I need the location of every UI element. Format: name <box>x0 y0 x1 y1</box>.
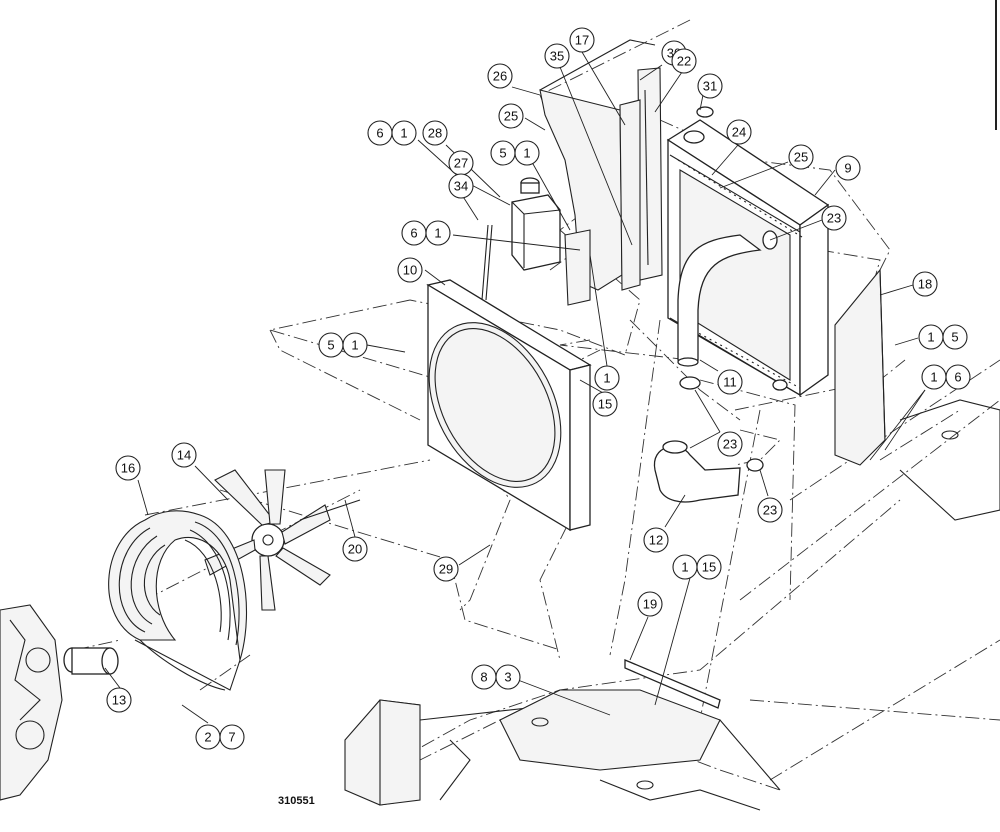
lower-hose <box>653 376 764 503</box>
callout-label: 25 <box>794 150 808 165</box>
callout-label: 16 <box>121 461 135 476</box>
callout-34: 34 <box>448 173 474 199</box>
fan-shroud <box>426 279 592 532</box>
callout-label: 19 <box>643 597 657 612</box>
callout-20: 20 <box>342 536 368 562</box>
callout-label: 10 <box>403 263 417 278</box>
callout-label: 1 <box>400 126 407 141</box>
callout-label: 24 <box>732 125 746 140</box>
callout-6-1: 6 1 <box>401 220 451 246</box>
callout-25: 25 <box>788 144 814 170</box>
callout-2-7: 2 7 <box>195 724 245 750</box>
callout-label: 8 <box>480 670 487 685</box>
callout-label: 1 <box>681 560 688 575</box>
callout-label: 6 <box>410 226 417 241</box>
callout-29: 29 <box>433 556 459 582</box>
callout-label: 5 <box>327 338 334 353</box>
callout-label: 31 <box>703 79 717 94</box>
callout-1-5: 1 5 <box>918 324 968 350</box>
callout-label: 22 <box>677 54 691 69</box>
callout-label: 11 <box>723 375 737 390</box>
callout-14: 14 <box>171 442 197 468</box>
callout-11: 11 <box>717 369 743 395</box>
callout-12: 12 <box>643 527 669 553</box>
callout-label: 29 <box>439 562 453 577</box>
callout-label: 14 <box>177 448 191 463</box>
callout-27: 27 <box>448 150 474 176</box>
callout-label: 6 <box>954 370 961 385</box>
callout-label: 5 <box>951 330 958 345</box>
radiator-hose <box>677 234 762 367</box>
callouts: 26 35 17 30 22 31 25 6 1 28 24 25 9 5 1 … <box>106 27 971 750</box>
callout-9: 9 <box>835 155 861 181</box>
side-plate-right <box>834 268 886 466</box>
callout-28: 28 <box>422 120 448 146</box>
callout-15: 15 <box>592 391 618 417</box>
callout-13: 13 <box>106 687 132 713</box>
lower-frame <box>344 399 1000 811</box>
callout-label: 7 <box>228 730 235 745</box>
callout-label: 9 <box>844 161 851 176</box>
callout-18: 18 <box>912 271 938 297</box>
callout-label: 25 <box>504 109 518 124</box>
callout-label: 23 <box>723 437 737 452</box>
callout-19: 19 <box>637 591 663 617</box>
overflow-tank <box>481 177 591 306</box>
callout-label: 35 <box>550 49 564 64</box>
radiator-core <box>666 106 830 397</box>
callout-label: 23 <box>763 503 777 518</box>
callout-25: 25 <box>498 103 524 129</box>
callout-label: 1 <box>603 371 610 386</box>
callout-1-6: 1 6 <box>921 364 971 390</box>
callout-5-1: 5 1 <box>490 140 540 166</box>
fan-blade <box>204 469 361 611</box>
callout-label: 12 <box>649 533 663 548</box>
callout-label: 5 <box>499 146 506 161</box>
shroud-side-panel <box>539 39 663 291</box>
callout-label: 3 <box>504 670 511 685</box>
callout-label: 13 <box>112 693 126 708</box>
callout-label: 15 <box>702 560 716 575</box>
callout-23: 23 <box>717 431 743 457</box>
callout-1-15: 1 15 <box>672 554 722 580</box>
drawing-number: 310551 <box>278 795 315 807</box>
callout-16: 16 <box>115 455 141 481</box>
callout-8-3: 8 3 <box>471 664 521 690</box>
callout-label: 1 <box>351 338 358 353</box>
callout-label: 27 <box>454 156 468 171</box>
leader-lines <box>104 51 926 724</box>
callout-24: 24 <box>726 119 752 145</box>
callout-label: 28 <box>428 126 442 141</box>
callout-23: 23 <box>757 497 783 523</box>
callout-31: 31 <box>697 73 723 99</box>
fan-guard <box>108 510 248 691</box>
callout-label: 1 <box>927 330 934 345</box>
callout-label: 1 <box>523 146 530 161</box>
callout-35: 35 <box>544 43 570 69</box>
callout-1: 1 <box>594 365 620 391</box>
engine-fragment <box>0 604 63 801</box>
callout-label: 26 <box>493 69 507 84</box>
callout-17: 17 <box>569 27 595 53</box>
callout-26: 26 <box>487 63 513 89</box>
callout-label: 1 <box>434 226 441 241</box>
callout-label: 20 <box>348 542 362 557</box>
callout-label: 17 <box>575 33 589 48</box>
callout-6-1: 6 1 <box>367 120 417 146</box>
callout-23: 23 <box>821 205 847 231</box>
callout-label: 2 <box>204 730 211 745</box>
callout-label: 15 <box>598 397 612 412</box>
callout-5-1: 5 1 <box>318 332 368 358</box>
callout-label: 34 <box>454 179 468 194</box>
callout-label: 6 <box>376 126 383 141</box>
callout-22: 22 <box>671 48 697 74</box>
fan-spacer <box>63 647 119 675</box>
callout-label: 1 <box>930 370 937 385</box>
callout-label: 18 <box>918 277 932 292</box>
callout-10: 10 <box>397 257 423 283</box>
callout-label: 23 <box>827 211 841 226</box>
